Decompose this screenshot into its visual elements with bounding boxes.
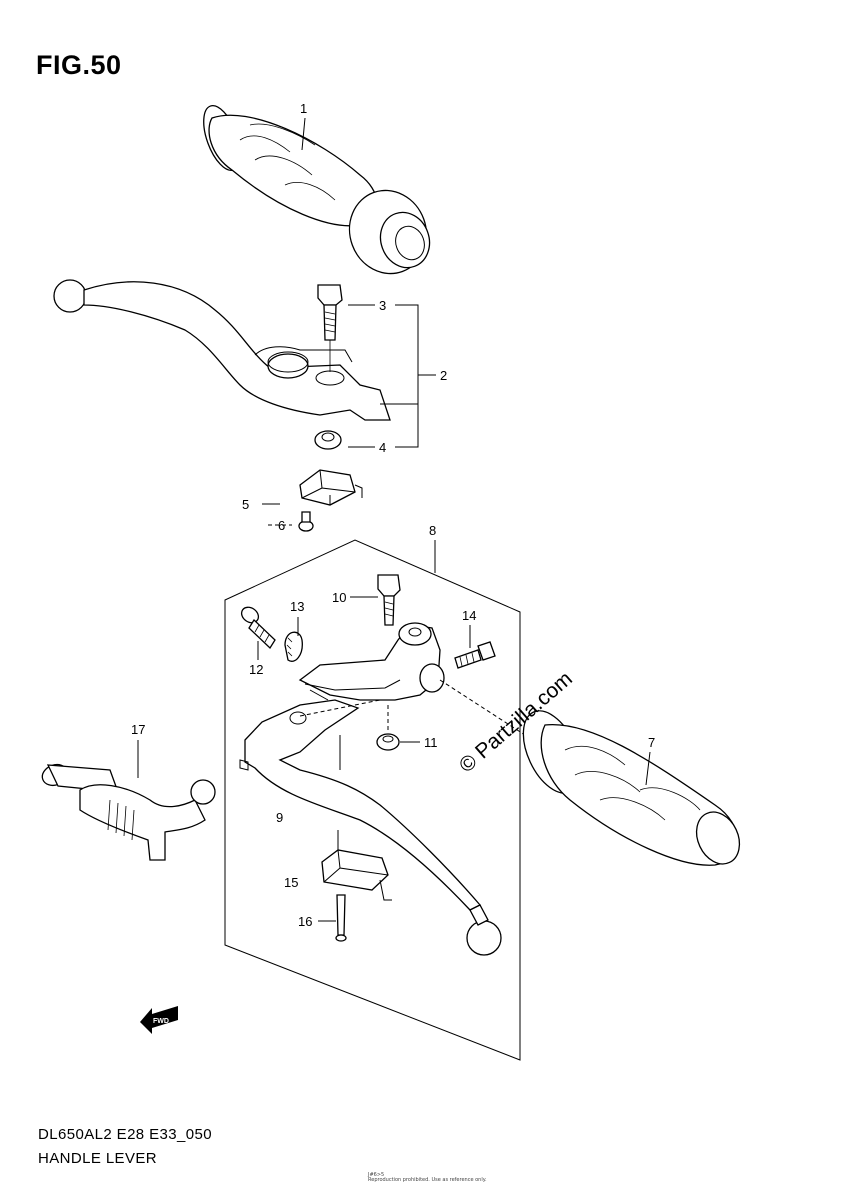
holder-nut[interactable] [376, 733, 400, 751]
callout-14: 14 [462, 608, 476, 623]
adjuster-bolt[interactable] [239, 604, 276, 650]
callout-6: 6 [278, 518, 285, 533]
callout-9: 9 [276, 810, 283, 825]
throttle-grip[interactable] [196, 101, 438, 285]
direction-badge-label: FWD [153, 1018, 169, 1025]
clutch-lever-holder[interactable] [298, 622, 445, 701]
left-grip[interactable] [512, 702, 748, 871]
figure-title: FIG.50 [36, 50, 122, 80]
front-stop-switch[interactable] [299, 469, 363, 506]
assembly-outline [224, 539, 521, 1061]
clutch-switch[interactable] [321, 849, 392, 901]
lever-nut[interactable] [314, 430, 342, 450]
direction-arrow-icon: FWD [140, 1006, 178, 1034]
callout-11: 11 [424, 735, 438, 750]
callout-13: 13 [290, 599, 304, 614]
handlebar-switch-cable[interactable] [39, 761, 216, 861]
callout-2: 2 [440, 368, 447, 383]
callout-3: 3 [379, 298, 386, 313]
callout-8: 8 [429, 523, 436, 538]
tiny-code: J#6>5 [368, 1172, 385, 1178]
pivot-bolt[interactable] [317, 284, 343, 341]
clutch-lever[interactable] [239, 699, 502, 956]
callout-15: 15 [284, 875, 298, 890]
callout-16: 16 [298, 914, 312, 929]
callout-4: 4 [379, 440, 386, 455]
callout-12: 12 [249, 662, 263, 677]
callout-17: 17 [131, 722, 145, 737]
callout-10: 10 [332, 590, 346, 605]
callout-5: 5 [242, 497, 249, 512]
section-name: HANDLE LEVER [38, 1150, 158, 1167]
switch-screw-lower[interactable] [335, 894, 347, 942]
tiny-notice: Reproduction prohibited. Use as referenc… [368, 1177, 487, 1183]
model-code: DL650AL2 E28 E33_050 [38, 1126, 212, 1143]
adjuster-spring[interactable] [284, 631, 303, 662]
brake-lever[interactable] [53, 279, 391, 421]
callout-1: 1 [300, 101, 307, 116]
clamp-bolt[interactable] [454, 641, 496, 669]
holder-bolt[interactable] [377, 574, 401, 626]
switch-screw[interactable] [298, 511, 314, 532]
callout-7: 7 [648, 735, 655, 750]
